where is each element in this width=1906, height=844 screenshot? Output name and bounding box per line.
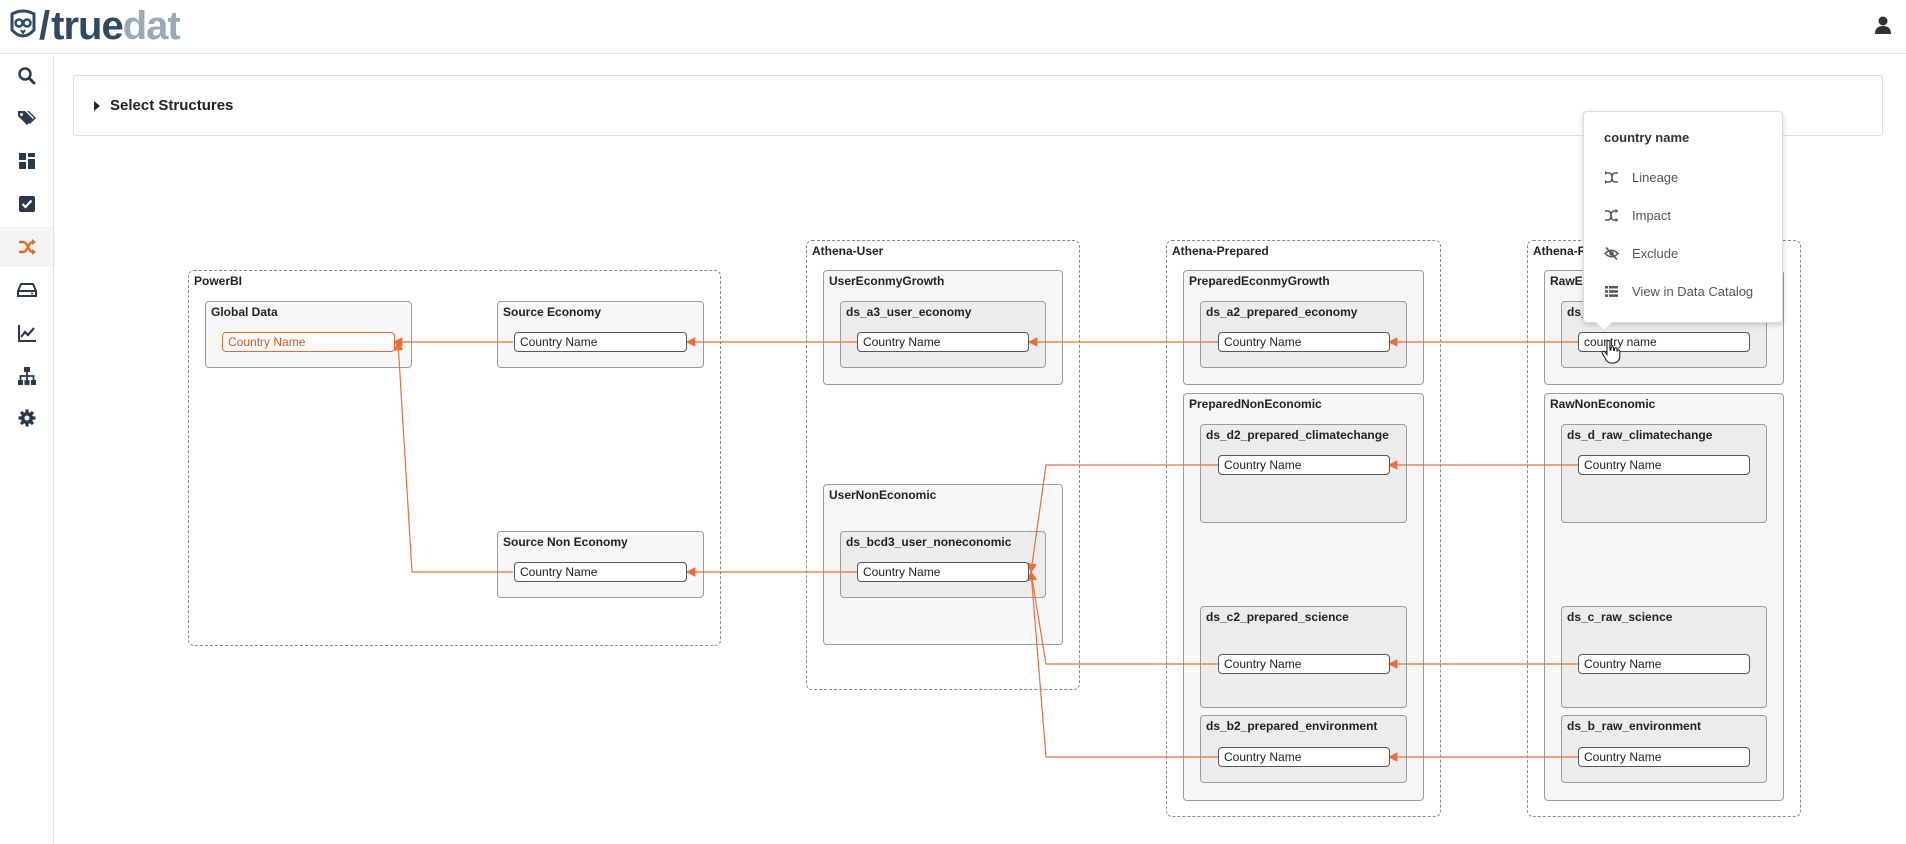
field-ds-raw-a-country-name[interactable]: country name	[1578, 332, 1750, 352]
field-ds-d2-country-name[interactable]: Country Name	[1218, 455, 1390, 475]
container-label: UserNonEconomic	[829, 488, 937, 502]
checkbox-icon	[18, 196, 35, 212]
container-label: PreparedNonEconomic	[1189, 397, 1322, 411]
dataset-label: ds_c_raw_science	[1567, 610, 1673, 624]
nav-settings[interactable]	[0, 398, 53, 438]
group-powerbi[interactable]: PowerBI	[188, 270, 721, 646]
container-label: RawEc	[1550, 274, 1590, 288]
field-ds-d-raw-country-name[interactable]: Country Name	[1578, 455, 1750, 475]
menu-item-label: Impact	[1632, 207, 1672, 223]
dataset-label: ds_b_raw_environment	[1567, 719, 1702, 733]
search-icon	[17, 67, 35, 85]
container-label: Source Non Economy	[503, 535, 628, 549]
group-label: PowerBI	[194, 274, 243, 288]
dataset-label: ds_a2_prepared_economy	[1206, 305, 1358, 319]
logo-text: truedat	[51, 4, 181, 48]
impact-icon	[1605, 208, 1619, 222]
container-label: Source Economy	[503, 305, 602, 319]
hand-cursor-icon	[1601, 340, 1621, 364]
group-label: Athena-User	[812, 244, 884, 258]
menu-item-label: Exclude	[1632, 245, 1679, 261]
menu-item-label: View in Data Catalog	[1632, 283, 1754, 299]
dataset-label: ds_	[1567, 305, 1588, 319]
tags-icon	[17, 111, 36, 125]
menu-item-label: Lineage	[1632, 169, 1679, 185]
field-ds-b2-country-name[interactable]: Country Name	[1218, 747, 1390, 767]
field-ds-c-raw-country-name[interactable]: Country Name	[1578, 654, 1750, 674]
logo-dat-text: dat	[122, 4, 181, 48]
dataset-label: ds_b2_prepared_environment	[1206, 719, 1378, 733]
field-ds-a2-country-name[interactable]: Country Name	[1218, 332, 1390, 352]
container-label: PreparedEconmyGrowth	[1189, 274, 1330, 288]
dataset-label: ds_bcd3_user_noneconomic	[846, 535, 1012, 549]
field-ds-a3-country-name[interactable]: Country Name	[857, 332, 1029, 352]
nav-search[interactable]	[0, 56, 53, 96]
menu-item-impact[interactable]: Impact	[1604, 203, 1774, 227]
container-label: UserEconmyGrowth	[829, 274, 945, 288]
dataset-label: ds_d_raw_climatechange	[1567, 428, 1713, 442]
table-list-icon	[1605, 285, 1618, 297]
dataset-label: ds_c2_prepared_science	[1206, 610, 1349, 624]
nav-structure[interactable]	[0, 356, 53, 396]
container-label: Global Data	[211, 305, 278, 319]
nav-tasks[interactable]	[0, 184, 53, 224]
nav-lineage[interactable]	[0, 227, 53, 267]
sitemap-icon	[17, 367, 36, 385]
field-ds-bcd3-country-name[interactable]: Country Name	[857, 562, 1029, 582]
lineage-icon	[1605, 170, 1618, 184]
menu-item-lineage[interactable]: Lineage	[1604, 165, 1774, 189]
logo-true-text: true	[51, 4, 124, 48]
caret-right-icon	[94, 100, 100, 111]
field-source-non-economy-country-name[interactable]: Country Name	[514, 562, 687, 582]
gear-icon	[18, 409, 35, 427]
user-icon[interactable]	[1872, 14, 1894, 36]
shuffle-icon	[18, 239, 36, 255]
eye-slash-icon	[1604, 246, 1619, 260]
dataset-label: ds_d2_prepared_climatechange	[1206, 428, 1389, 442]
top-bar: / truedat	[0, 0, 1906, 54]
select-structures-label: Select Structures	[110, 97, 234, 114]
menu-item-exclude[interactable]: Exclude	[1604, 241, 1774, 265]
nav-tags[interactable]	[0, 98, 53, 138]
logo-slash: /	[39, 3, 51, 48]
dashboard-icon	[18, 153, 35, 169]
owl-logo-icon	[10, 9, 36, 38]
field-source-economy-country-name[interactable]: Country Name	[514, 332, 687, 352]
sidebar	[0, 55, 54, 844]
dataset-label: ds_a3_user_economy	[846, 305, 972, 319]
field-global-data-country-name[interactable]: Country Name	[222, 332, 395, 352]
nav-storage[interactable]	[0, 270, 53, 310]
field-context-menu: country name Lineage Impact Exclude View…	[1583, 111, 1783, 332]
container-label: RawNonEconomic	[1550, 397, 1656, 411]
nav-metrics[interactable]	[0, 313, 53, 353]
popup-title: country name	[1604, 130, 1690, 145]
group-label: Athena-Prepared	[1172, 244, 1269, 258]
select-structures-accordion[interactable]: Select Structures	[73, 75, 1883, 136]
group-label: Athena-Ra	[1533, 244, 1594, 258]
field-ds-c2-country-name[interactable]: Country Name	[1218, 654, 1390, 674]
menu-item-view-in-data-catalog[interactable]: View in Data Catalog	[1604, 279, 1774, 303]
nav-dashboard[interactable]	[0, 141, 53, 181]
chart-line-icon	[17, 325, 36, 342]
truedat-logo[interactable]: / truedat	[8, 3, 181, 48]
field-ds-b-raw-country-name[interactable]: Country Name	[1578, 747, 1750, 767]
drive-icon	[16, 283, 37, 297]
